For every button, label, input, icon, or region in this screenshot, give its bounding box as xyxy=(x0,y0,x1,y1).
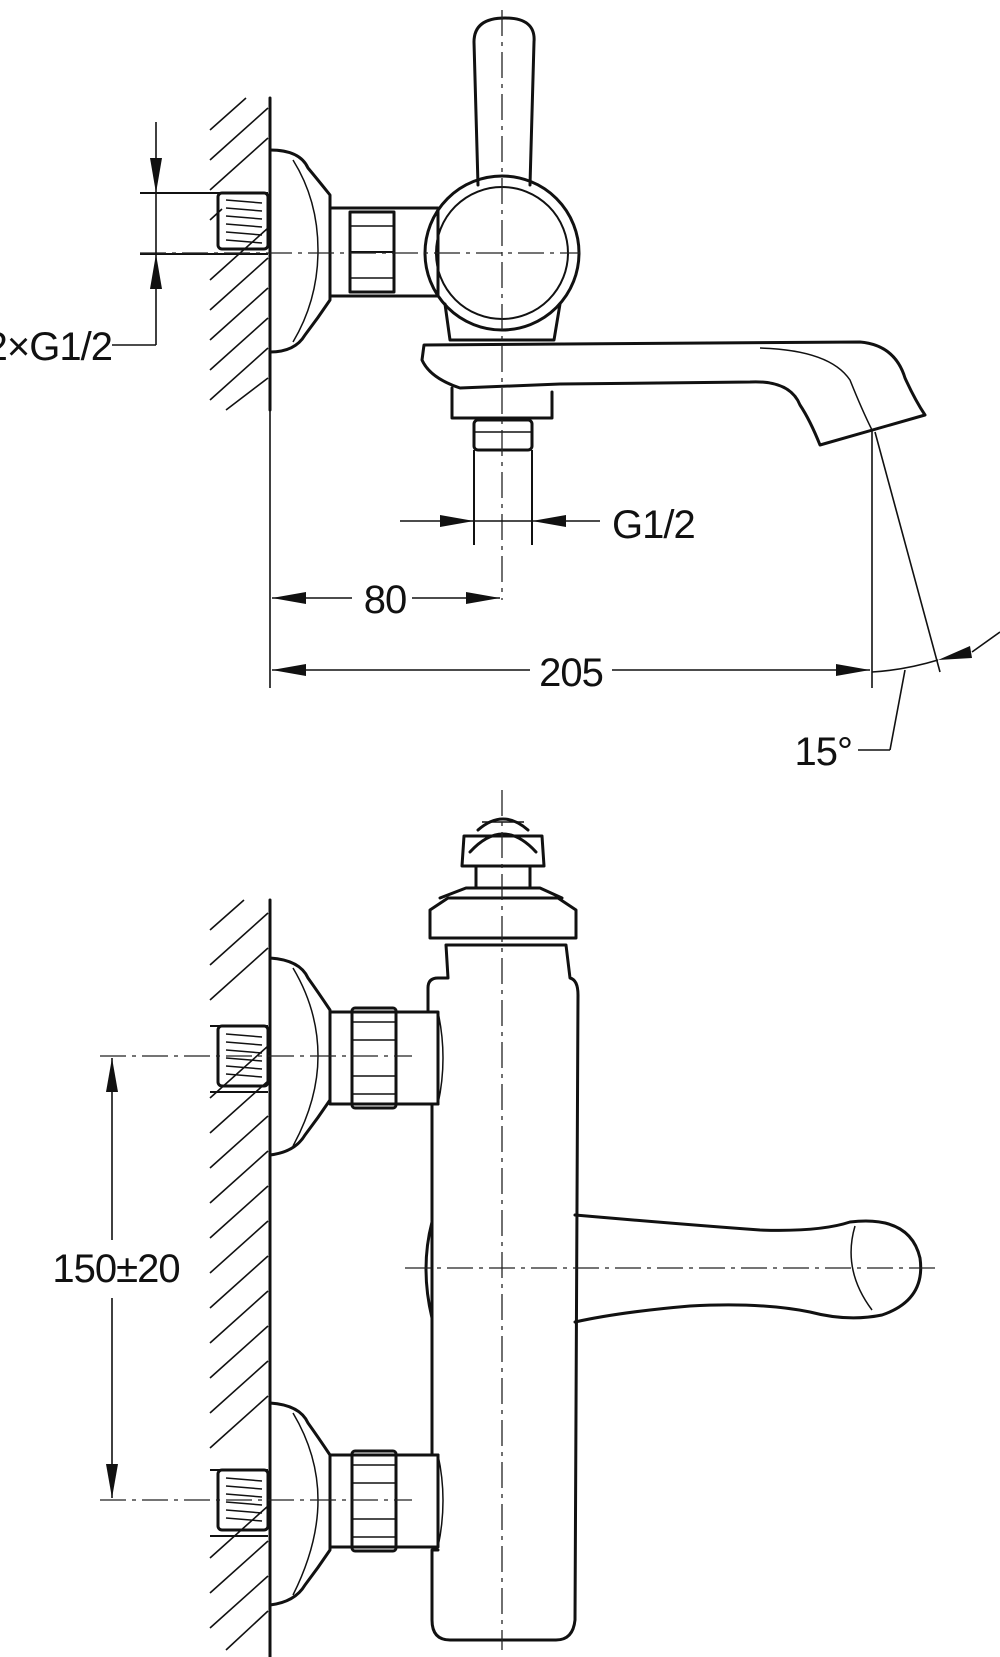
outlet-thread-dimension: G1/2 xyxy=(400,503,696,547)
front-view: 150±20 xyxy=(52,790,940,1657)
inlet-thread-dimension: 2×G1/2 xyxy=(0,122,162,369)
cartridge-cap xyxy=(428,817,578,940)
handle-axis-dimension: 80 xyxy=(269,410,500,688)
spout-reach-dimension: 205 xyxy=(272,430,873,695)
outlet-top xyxy=(450,386,554,545)
inlet-thread-label: 2×G1/2 xyxy=(0,325,112,369)
handle-axis-label: 80 xyxy=(364,578,407,622)
inlet-thread-top xyxy=(140,191,270,255)
spout-front xyxy=(573,1213,923,1324)
outlet-thread-label: G1/2 xyxy=(612,503,695,547)
side-view: 2×G1/2 G1/2 80 205 xyxy=(0,10,1000,774)
inlet-thread-lower xyxy=(210,1468,270,1537)
wall-flange-lower xyxy=(268,1401,332,1607)
connector-nut-lower xyxy=(328,1449,440,1553)
connector-nut-top xyxy=(328,206,440,298)
connector-nut-upper xyxy=(328,1006,440,1110)
spout-reach-label: 205 xyxy=(539,651,603,695)
wall-flange-top xyxy=(268,148,332,354)
wall-hatching-bottom xyxy=(209,898,272,1657)
valve-body-front xyxy=(426,943,580,1642)
inlet-spacing-label: 150±20 xyxy=(52,1247,179,1291)
inlet-spacing-dimension: 150±20 xyxy=(52,1058,181,1498)
inlet-thread-upper xyxy=(210,1024,270,1093)
lever-handle xyxy=(472,16,536,187)
spout-side xyxy=(420,340,927,447)
spout-angle-dimension: 15° xyxy=(795,431,1000,774)
spout-angle-label: 15° xyxy=(795,730,853,774)
